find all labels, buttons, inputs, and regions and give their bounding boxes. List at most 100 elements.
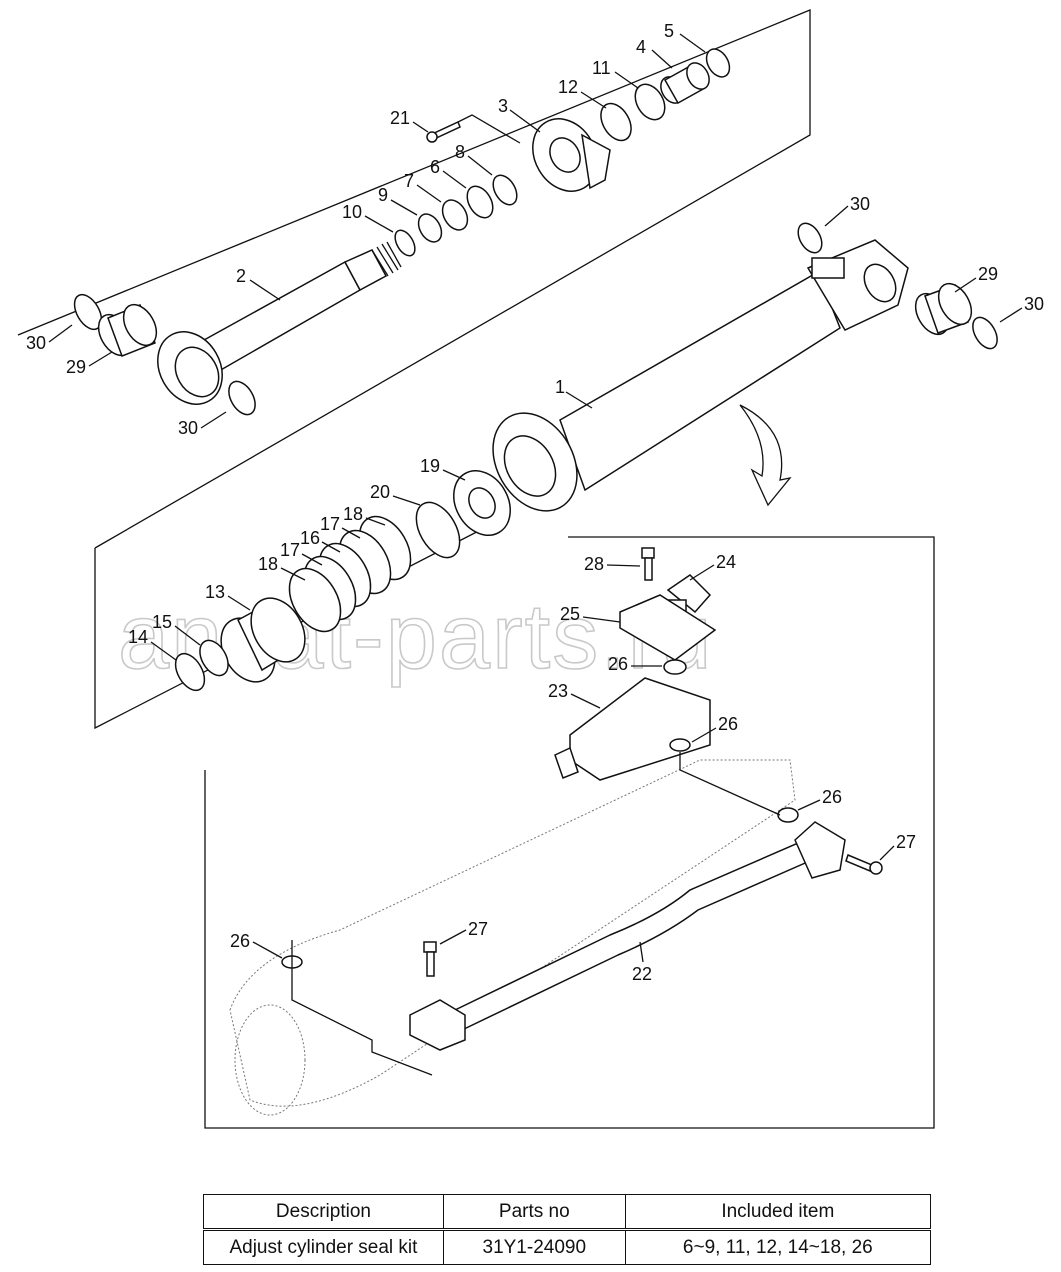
svg-text:10: 10 [342, 202, 362, 222]
callout-22: 22 [632, 941, 652, 984]
rod-thread [371, 241, 402, 277]
ring-30-d [972, 316, 998, 350]
seal-ring-5 [705, 48, 731, 78]
callout-5: 5 [664, 21, 706, 53]
svg-text:7: 7 [404, 171, 414, 191]
piston-13 [220, 597, 306, 683]
svg-text:26: 26 [230, 931, 250, 951]
svg-text:17: 17 [320, 514, 340, 534]
seal-ring-6 [466, 185, 494, 219]
oring-26-c [777, 807, 799, 823]
callout-16: 16 [300, 528, 341, 553]
callout-19: 19 [420, 456, 466, 481]
callout-3: 3 [498, 96, 541, 133]
svg-text:3: 3 [498, 96, 508, 116]
svg-text:15: 15 [152, 612, 172, 632]
callout-18-a: 18 [343, 504, 386, 526]
col-parts-no: Parts no [442, 1194, 626, 1231]
washer-20 [415, 501, 461, 559]
ring-30-b [228, 380, 256, 416]
svg-text:1: 1 [555, 377, 565, 397]
svg-text:30: 30 [178, 418, 198, 438]
flange-25 [619, 594, 717, 661]
bolt-21 [426, 120, 461, 143]
piston-rod [157, 241, 402, 405]
ring-30-c [797, 222, 823, 254]
col-description: Description [203, 1194, 444, 1231]
ghost-tube [229, 759, 796, 1116]
bolt-27-a [845, 853, 883, 875]
svg-text:6: 6 [430, 157, 440, 177]
seal-kit-table: Description Parts no Included item Adjus… [203, 1194, 932, 1265]
table-row: Adjust cylinder seal kit 31Y1-24090 6~9,… [203, 1229, 932, 1265]
callout-13: 13 [205, 582, 251, 611]
callout-29-b: 29 [954, 264, 998, 293]
svg-text:17: 17 [280, 540, 300, 560]
callout-29-a: 29 [66, 351, 113, 377]
svg-text:13: 13 [205, 582, 225, 602]
seal-ring-14 [174, 652, 206, 692]
callout-7: 7 [404, 171, 442, 203]
svg-text:5: 5 [664, 21, 674, 41]
callout-30-d: 30 [999, 294, 1044, 323]
seal-ring-8 [492, 174, 518, 206]
svg-text:30: 30 [1024, 294, 1044, 314]
callout-23: 23 [548, 681, 601, 709]
callout-27-b: 27 [439, 919, 488, 945]
pipe-flange-upper [794, 821, 846, 879]
callout-26-b: 26 [679, 714, 781, 816]
pipe-22 [454, 838, 813, 1032]
col-included-item: Included item [624, 1194, 932, 1231]
oring-26-a [663, 659, 687, 675]
svg-text:12: 12 [558, 77, 578, 97]
pipe-flange-lower [409, 999, 466, 1051]
svg-text:8: 8 [455, 142, 465, 162]
table-header-row: Description Parts no Included item [203, 1194, 932, 1231]
svg-text:11: 11 [592, 58, 611, 78]
callout-21: 21 [390, 108, 521, 144]
svg-text:27: 27 [468, 919, 488, 939]
callout-15: 15 [152, 612, 201, 646]
seal-ring-11 [634, 83, 666, 121]
svg-text:22: 22 [632, 964, 652, 984]
callout-6: 6 [430, 157, 467, 189]
assembly-arrow [739, 404, 792, 507]
callout-9: 9 [378, 185, 418, 216]
callout-26-c: 26 [797, 787, 842, 811]
svg-text:30: 30 [26, 333, 46, 353]
cell-parts-no: 31Y1-24090 [442, 1229, 626, 1265]
piston-nut [453, 470, 511, 536]
callout-8: 8 [455, 142, 493, 176]
callout-20: 20 [370, 482, 421, 506]
svg-text:29: 29 [66, 357, 86, 377]
callout-27-a: 27 [879, 832, 916, 861]
svg-text:19: 19 [420, 456, 440, 476]
callout-28: 28 [584, 554, 641, 574]
callout-1: 1 [555, 377, 593, 409]
svg-text:21: 21 [390, 108, 410, 128]
rod-group-frame [17, 9, 811, 549]
oring-26-b [669, 738, 691, 752]
svg-text:14: 14 [128, 627, 148, 647]
cylinder-tube [492, 239, 909, 512]
callout-26-a: 26 [608, 654, 662, 674]
callout-30-a: 30 [26, 324, 73, 353]
svg-text:27: 27 [896, 832, 916, 852]
ring-30-a [73, 293, 103, 331]
callout-17-a: 17 [320, 514, 361, 539]
callout-10: 10 [342, 202, 394, 233]
cell-description: Adjust cylinder seal kit [203, 1229, 444, 1265]
bolt-27-b [423, 941, 437, 977]
svg-text:20: 20 [370, 482, 390, 502]
svg-text:29: 29 [978, 264, 998, 284]
svg-text:26: 26 [822, 787, 842, 807]
seal-ring-15 [199, 639, 229, 677]
svg-text:2: 2 [236, 266, 246, 286]
callout-30-b: 30 [178, 411, 227, 438]
callout-14: 14 [128, 627, 177, 661]
callout-12: 12 [558, 77, 607, 109]
seal-ring-18-b [288, 567, 342, 633]
svg-text:26: 26 [718, 714, 738, 734]
callout-17-b: 17 [280, 540, 323, 566]
svg-text:23: 23 [548, 681, 568, 701]
